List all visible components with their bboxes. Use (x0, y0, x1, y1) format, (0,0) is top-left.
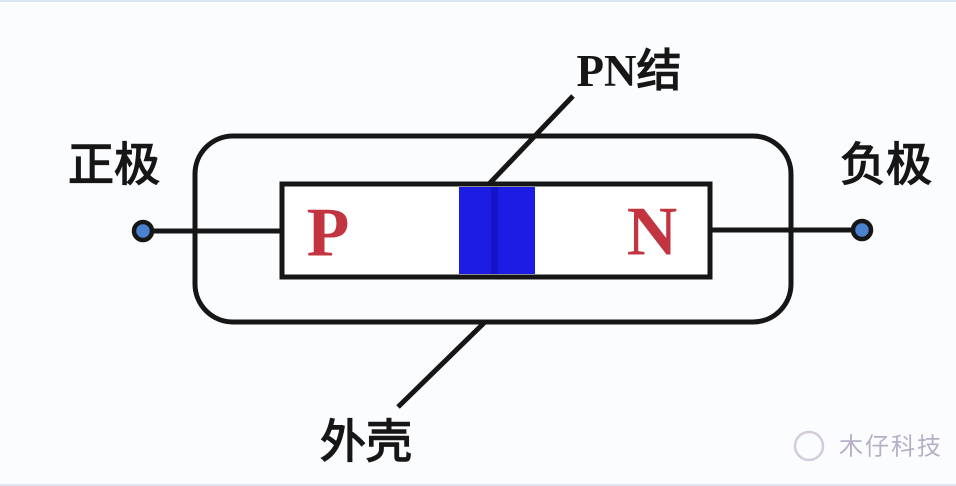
cathode-terminal-dot (850, 218, 874, 242)
watermark-logo-icon (793, 430, 825, 462)
anode-label: 正极 (68, 140, 160, 191)
bottom-edge-line (0, 484, 956, 486)
n-region-letter: N (627, 194, 678, 271)
top-edge-line (0, 0, 956, 2)
pn-junction-label: PN结 (577, 46, 682, 96)
cathode-label: 负极 (840, 140, 932, 191)
case-pointer-line (396, 321, 486, 409)
watermark: 木仔科技 (793, 430, 943, 462)
pn-junction-pointer-line (487, 94, 575, 186)
pn-junction-divider (491, 187, 498, 274)
watermark-text: 木仔科技 (839, 434, 943, 461)
anode-terminal-dot (131, 219, 155, 243)
p-region-letter: P (307, 195, 350, 272)
case-label: 外壳 (320, 417, 412, 468)
